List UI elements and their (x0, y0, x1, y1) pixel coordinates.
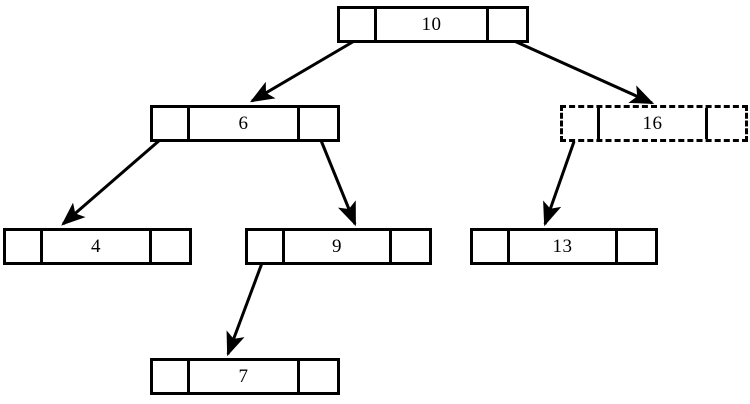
right-pointer-10-to-16-arrow (511, 38, 655, 105)
node-value-6: 6 (190, 108, 300, 139)
tree-node-13[interactable]: 13 (470, 228, 658, 265)
right-pointer-cell-7 (300, 361, 337, 392)
left-pointer-cell-7 (153, 361, 190, 392)
left-pointer-6-to-4-arrow (61, 131, 169, 226)
edges-group (61, 38, 655, 357)
left-pointer-10-to-6-arrow (249, 38, 357, 103)
tree-node-4[interactable]: 4 (3, 228, 192, 265)
right-pointer-cell-10 (489, 9, 526, 40)
node-value-13: 13 (510, 231, 618, 262)
node-value-16: 16 (600, 108, 708, 139)
node-value-4: 4 (43, 231, 152, 262)
node-value-7: 7 (190, 361, 300, 392)
left-pointer-cell-16 (563, 108, 600, 139)
right-pointer-cell-9 (392, 231, 429, 262)
left-pointer-cell-9 (248, 231, 285, 262)
left-pointer-cell-10 (340, 9, 377, 40)
right-pointer-cell-13 (618, 231, 655, 262)
right-pointer-6-to-9-arrow (316, 132, 357, 227)
right-pointer-cell-16 (708, 108, 745, 139)
left-pointer-cell-13 (473, 231, 510, 262)
tree-node-9[interactable]: 9 (245, 228, 432, 265)
node-value-9: 9 (285, 231, 392, 262)
node-value-10: 10 (377, 9, 489, 40)
tree-node-16[interactable]: 16 (560, 105, 748, 142)
left-pointer-cell-4 (6, 231, 43, 262)
right-pointer-cell-6 (300, 108, 337, 139)
left-pointer-cell-6 (153, 108, 190, 139)
tree-node-10[interactable]: 10 (337, 6, 529, 43)
right-pointer-cell-4 (152, 231, 189, 262)
left-pointer-9-to-7-arrow (226, 254, 267, 357)
tree-node-6[interactable]: 6 (150, 105, 340, 142)
tree-node-7[interactable]: 7 (150, 358, 340, 395)
